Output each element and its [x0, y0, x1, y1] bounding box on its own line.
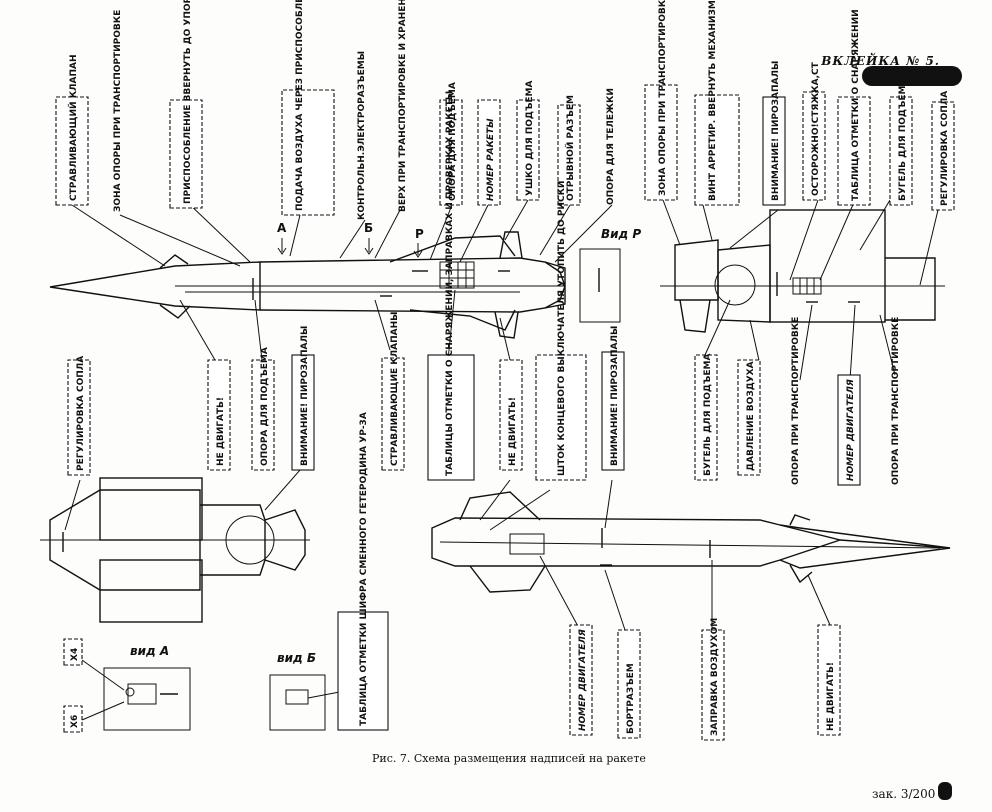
- label-box: [291, 354, 315, 471]
- label-box: [644, 84, 678, 201]
- label-box: [737, 359, 761, 476]
- label-pyro-warning: ВНИМАНИЕ! ПИРОЗАПАЛЫ: [771, 61, 781, 201]
- label-air-refuel: ЗАПРАВКА ВОЗДУХОМ: [710, 618, 720, 736]
- missile-middle-rear-view: [40, 477, 310, 623]
- label-lift-eye: УШКО ДЛЯ ПОДЪЕМА: [525, 80, 535, 196]
- label-box: [381, 357, 405, 471]
- label-box: [337, 611, 389, 731]
- label-transport-support: ОПОРА ПРИ ТРАНСПОРТИРОВКЕ: [791, 317, 801, 485]
- label-board-connector: БОРТРАЗЪЕМ: [626, 663, 636, 734]
- label-nozzle-adjust-2: РЕГУЛИРОВКА СОПЛА: [76, 356, 86, 471]
- label-box: [427, 354, 475, 481]
- label-do-not-move: НЕ ДВИГАТЬ!: [216, 397, 226, 466]
- label-pyro-warning-3: ВНИМАНИЕ! ПИРОЗАПАЛЫ: [610, 326, 620, 466]
- label-do-not-move-2: НЕ ДВИГАТЬ!: [508, 397, 518, 466]
- label-box: [617, 629, 641, 739]
- order-number: зак. 3/200: [872, 787, 936, 801]
- label-do-not-move-3: НЕ ДВИГАТЬ!: [826, 662, 836, 731]
- label-equipment-tables: ТАБЛИЦЫ ОТМЕТКИ О СНАРЯЖЕНИИ, ЗАПРАВКАХ …: [445, 91, 455, 476]
- view-marker-b: Б: [364, 221, 373, 235]
- figure-caption: Рис. 7. Схема размещения надписей на рак…: [372, 752, 646, 765]
- label-lifting-bugel: БУГЕЛЬ ДЛЯ ПОДЪЕМА: [898, 79, 908, 201]
- label-box: [499, 359, 523, 471]
- label-top-transport: ВЕРХ ПРИ ТРАНСПОРТИРОВКЕ И ХРАНЕНИИ: [398, 0, 408, 212]
- label-air-pressure: ДАВЛЕНИЕ ВОЗДУХА: [746, 361, 756, 471]
- label-box: [63, 705, 83, 733]
- view-b-title: вид Б: [277, 651, 316, 665]
- label-venting-valve: СТРАВЛИВАЮЩИЙ КЛАПАН: [67, 54, 79, 201]
- label-box: [601, 351, 625, 471]
- view-p-panel: Вид Р: [579, 227, 641, 323]
- label-box: [439, 99, 463, 206]
- label-box: [55, 96, 89, 206]
- view-a-title: вид А: [130, 644, 169, 658]
- label-box: [837, 374, 861, 486]
- label-nozzle-adjust: РЕГУЛИРОВКА СОПЛА: [940, 91, 950, 206]
- view-marker-a: А: [277, 221, 287, 235]
- label-transport-zone-2: ЗОНА ОПОРЫ ПРИ ТРАНСПОРТИРОВКЕ: [658, 0, 668, 196]
- label-engine-number: НОМЕР ДВИГАТЕЛЯ: [846, 379, 856, 481]
- label-box: [694, 354, 718, 481]
- missile-lower-side-view: [431, 491, 951, 593]
- label-box: [477, 99, 501, 206]
- label-heterodyne-table: ТАБЛИЦА ОТМЕТКИ ШИФРА СМЕННОГО ГЕТЕРОДИН…: [359, 412, 369, 726]
- label-lifting-bugel-2: БУГЕЛЬ ДЛЯ ПОДЪЕМА: [703, 354, 713, 476]
- label-box: [817, 624, 841, 736]
- label-limit-switch: ШТОК КОНЦЕВОГО ВЫКЛЮЧАТЕЛЯ УТОПИТЬ ДО РИ…: [557, 181, 567, 476]
- label-missile-number: НОМЕР РАКЕТЫ: [486, 118, 496, 201]
- label-box: [67, 359, 91, 476]
- label-boxes-middle: РЕГУЛИРОВКА СОПЛА НЕ ДВИГАТЬ! ОПОРА ДЛЯ …: [67, 91, 901, 486]
- label-box: [516, 99, 540, 201]
- label-box: [931, 101, 955, 211]
- label-box: [281, 89, 335, 216]
- label-boxes-top: СТРАВЛИВАЮЩИЙ КЛАПАН ЗОНА ОПОРЫ ПРИ ТРАН…: [55, 0, 955, 220]
- label-lift-support: ОПОРА ДЛЯ ПОДЪЕМА: [448, 82, 458, 201]
- label-trolley-support: ОПОРА ДЛЯ ТЕЛЕЖКИ: [606, 88, 616, 205]
- label-caution-tie: ОСТОРОЖНО!СТЯЖКА,СТ: [811, 61, 821, 196]
- label-box: [569, 624, 593, 736]
- label-transport-zone: ЗОНА ОПОРЫ ПРИ ТРАНСПОРТИРОВКЕ: [113, 10, 123, 212]
- insert-title: ВКЛЕЙКА № 5.: [821, 54, 940, 68]
- label-locking-screw: ВИНТ АРРЕТИР. ВВЕРНУТЬ МЕХАНИЗМ ВЗВЕСТИ!: [708, 0, 718, 201]
- label-box: [837, 96, 871, 206]
- view-a-panel: вид А: [103, 644, 191, 731]
- label-venting-valves: СТРАВЛИВАЮЩИЕ КЛАПАНЫ: [390, 312, 400, 466]
- label-box: [207, 359, 231, 471]
- label-x6: Х6: [70, 715, 80, 728]
- label-box: [762, 96, 786, 206]
- label-breakaway-connector: ОТРЫВНОЙ РАЗЪЕМ: [564, 95, 576, 201]
- label-box: [63, 638, 83, 666]
- ink-blot: [938, 782, 952, 800]
- missile-top-side-view: А Б Р: [49, 221, 566, 339]
- label-pyro-warning-2: ВНИМАНИЕ! ПИРОЗАПАЛЫ: [300, 326, 310, 466]
- view-marker-p: Р: [415, 227, 424, 241]
- label-box: [889, 96, 913, 206]
- label-lift-support-2: ОПОРА ДЛЯ ПОДЪЕМА: [260, 347, 270, 466]
- ink-blot: [862, 66, 962, 86]
- label-box: [701, 629, 725, 741]
- label-air-supply: ПОДАЧА ВОЗДУХА ЧЕРЕЗ ПРИСПОСОБЛЕНИЕ 3С95…: [295, 0, 305, 211]
- label-control-connectors: КОНТРОЛЬН.ЭЛЕКТРОРАЗЪЕМЫ: [357, 51, 367, 220]
- missile-top-rear-view: [660, 209, 945, 333]
- label-box: [694, 94, 740, 206]
- label-x4: Х4: [70, 648, 80, 661]
- label-box: [557, 104, 581, 206]
- label-box: [535, 354, 587, 481]
- label-boxes-bottom: Х4 Х6 ТАБЛИЦА ОТМЕТКИ ШИФРА СМЕННОГО ГЕТ…: [63, 412, 841, 741]
- label-equipment-table: ТАБЛИЦА ОТМЕТКИ О СНАРЯЖЕНИИ: [851, 9, 861, 201]
- view-b-panel: вид Б: [269, 651, 326, 731]
- label-box: [251, 359, 275, 471]
- label-engine-number-2: НОМЕР ДВИГАТЕЛЯ: [578, 629, 588, 731]
- view-p-title: Вид Р: [601, 227, 641, 241]
- label-box: [802, 91, 826, 201]
- label-fixture: ПРИСПОСОБЛЕНИЕ ВВЕРНУТЬ ДО УПОРА: [183, 0, 193, 204]
- label-box: [169, 99, 203, 209]
- label-transport-support-2: ОПОРА ПРИ ТРАНСПОРТИРОВКЕ: [891, 317, 901, 485]
